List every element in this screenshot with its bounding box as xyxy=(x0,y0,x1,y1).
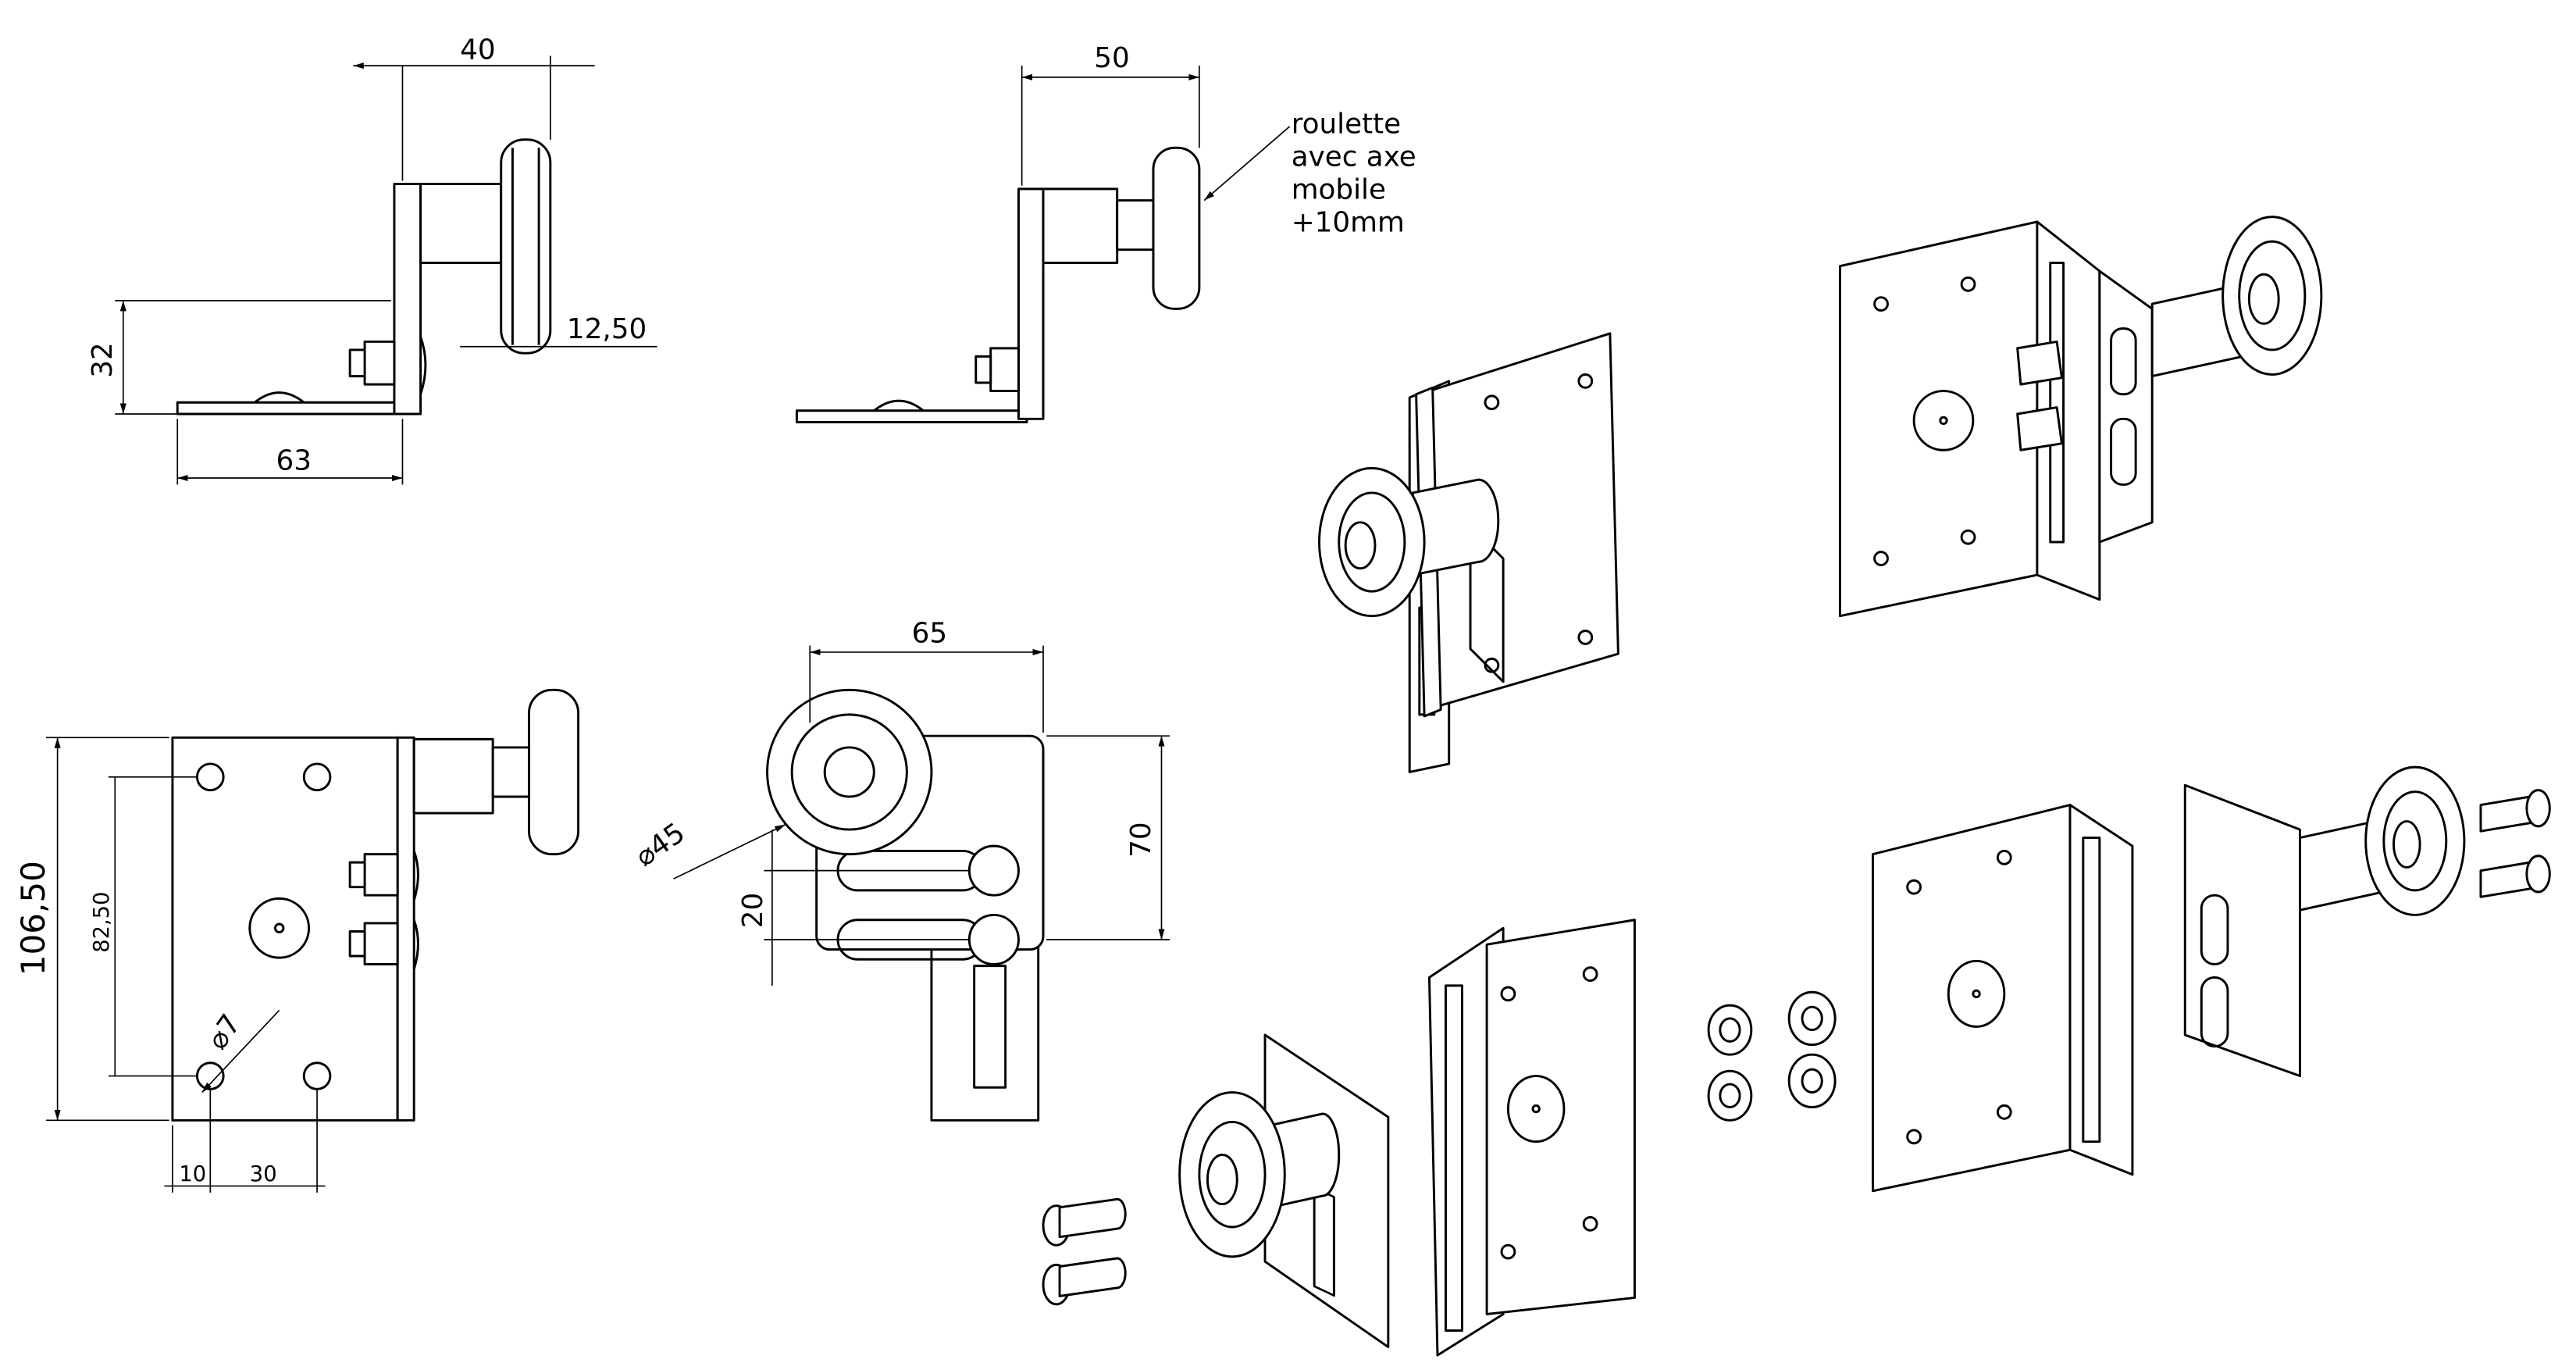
dim-20: 20 xyxy=(737,893,769,928)
exploded-view xyxy=(1042,765,2551,1357)
dim-32: 32 xyxy=(87,342,119,377)
nut xyxy=(1787,990,1837,1047)
dim-50: 50 xyxy=(1094,42,1130,74)
dim-10: 10 xyxy=(179,1162,206,1186)
roller-callout: roulette avec axe mobile +10mm xyxy=(1292,108,1416,238)
nut xyxy=(1707,1069,1753,1122)
nut xyxy=(1707,1004,1753,1056)
dim-12-50: 12,50 xyxy=(567,313,647,345)
dim-diameter-45: ⌀45 xyxy=(629,817,690,873)
dim-106-50: 106,50 xyxy=(14,861,52,976)
screw xyxy=(1042,1257,1127,1306)
dim-70: 70 xyxy=(1125,822,1157,857)
screw xyxy=(2479,854,2551,898)
nut xyxy=(1787,1053,1837,1108)
screw xyxy=(1042,1197,1127,1247)
callout-line: avec axe xyxy=(1292,141,1416,173)
dim-40: 40 xyxy=(460,34,496,66)
callout-line: mobile xyxy=(1292,173,1386,205)
screw xyxy=(2479,789,2551,833)
isometric-assembly-1 xyxy=(1318,332,1619,773)
dim-63: 63 xyxy=(276,444,312,476)
dim-30: 30 xyxy=(250,1162,277,1186)
callout-line: +10mm xyxy=(1292,207,1405,239)
side-view-1: 40 32 63 12,50 xyxy=(87,34,657,485)
front-view: 106,50 82,50 ⌀7 10 30 xyxy=(14,688,580,1193)
dim-82-50: 82,50 xyxy=(90,892,114,953)
side-view-2: 50 roulette avec axe mobile +10mm xyxy=(795,42,1416,423)
roller-view: 65 70 20 ⌀45 xyxy=(629,617,1170,1122)
dim-65: 65 xyxy=(912,617,948,649)
callout-line: roulette xyxy=(1292,108,1401,140)
isometric-assembly-2 xyxy=(1838,216,2323,618)
